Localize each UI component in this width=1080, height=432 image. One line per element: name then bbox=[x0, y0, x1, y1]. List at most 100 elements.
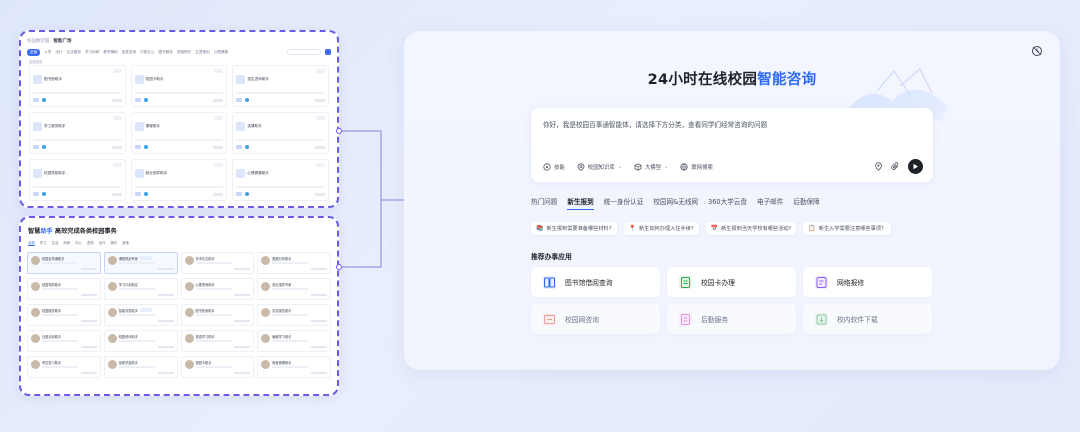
download-icon bbox=[815, 312, 828, 326]
preview-card-name: 就业指导助手 bbox=[145, 171, 168, 175]
send-button[interactable] bbox=[908, 159, 923, 174]
preview-list-card-meta bbox=[157, 294, 174, 296]
category-tab[interactable]: 电子邮件 bbox=[757, 198, 784, 206]
preview-card-meta bbox=[314, 98, 325, 102]
preview-list-card: 校园卡助手 bbox=[180, 356, 255, 378]
preview-card-badge bbox=[236, 192, 243, 196]
preview-list-card-desc bbox=[42, 366, 78, 368]
preview-avatar bbox=[31, 360, 40, 369]
web-search-label: 联网搜索 bbox=[691, 165, 713, 171]
book-icon bbox=[543, 275, 556, 289]
question-label: 新生如何办理入住手续? bbox=[638, 226, 694, 232]
preview-card-footer bbox=[134, 145, 224, 149]
preview-card-line bbox=[236, 92, 325, 94]
preview-card-badge bbox=[33, 145, 39, 149]
preview-card-tag bbox=[214, 69, 224, 73]
preview-card-dot-icon bbox=[42, 192, 46, 196]
preview-list-card: 校园服务助手 bbox=[27, 304, 101, 326]
preview-list-card-desc bbox=[272, 262, 309, 264]
knowledge-label: 校园知识库 bbox=[587, 165, 615, 171]
preview-list-card: 编程学习助手 bbox=[257, 330, 331, 352]
preview-list-grid: 校园百事通助手课程规划专家学术论文助手数据分析助手校园导航助手学习计划制定心理咨… bbox=[21, 250, 337, 380]
skill-button[interactable]: 技能 bbox=[543, 163, 565, 171]
preview-card-dot-icon bbox=[143, 145, 148, 149]
model-dropdown[interactable]: 大模型 ⌄ bbox=[634, 163, 668, 171]
location-icon[interactable] bbox=[874, 162, 883, 171]
preview-nav-item: 场馆预约 bbox=[176, 49, 192, 54]
preview-card-tag bbox=[315, 69, 325, 73]
preview-card-icon bbox=[236, 75, 246, 84]
preview-list-card-meta bbox=[234, 268, 251, 270]
preview-title-rest: 高效完成各类校园事务 bbox=[54, 228, 117, 235]
app-tile[interactable]: 图书馆借阅查询 bbox=[531, 267, 660, 297]
preview-card: 学工服务助手 bbox=[29, 112, 126, 154]
preview-card-line bbox=[33, 139, 122, 141]
app-tile[interactable]: 后勤服务 bbox=[667, 304, 796, 334]
preview-card-name: 校园导航助手 bbox=[44, 171, 66, 175]
preview-list-card-name: 智能问答助手 bbox=[118, 309, 138, 313]
preview-avatar bbox=[261, 308, 271, 317]
attachment-icon[interactable] bbox=[891, 162, 900, 171]
preview-card-meta bbox=[314, 192, 325, 196]
preview-list-tab: 全部 bbox=[28, 241, 35, 246]
knowledge-base-dropdown[interactable]: 校园知识库 ⌄ bbox=[577, 163, 622, 171]
preview-list-card: 校园导航助手 bbox=[27, 278, 101, 300]
preview-list-card: 考试复习助手 bbox=[27, 356, 101, 378]
apps-section-title: 推荐办事应用 bbox=[531, 253, 572, 261]
preview-list-card-meta bbox=[80, 294, 97, 296]
app-label: 后勤服务 bbox=[701, 316, 729, 324]
preview-list-card-desc bbox=[195, 314, 232, 316]
preview-card-name: 学工服务助手 bbox=[44, 124, 66, 128]
preview-card-footer bbox=[33, 98, 122, 102]
chat-input-box[interactable]: 你好，我是校园百事通智能体，请选择下方分类，查看同学们经常咨询的问题 技能 校园… bbox=[531, 108, 933, 182]
suggested-questions: 📚新生报到需要准备哪些材料? 📍新生如何办理入住手续? 📅新生报到当天学校有哪些活动… bbox=[531, 222, 892, 235]
skill-icon bbox=[543, 163, 551, 171]
preview-card-line bbox=[236, 186, 325, 188]
web-search-toggle[interactable]: 联网搜索 bbox=[680, 163, 713, 171]
suggested-question-chip[interactable]: 📍新生如何办理入住手续? bbox=[623, 222, 699, 235]
preview-card: 选课助手 bbox=[232, 112, 329, 154]
preview-avatar bbox=[261, 360, 271, 369]
category-tab[interactable]: 新生报到 bbox=[567, 196, 594, 210]
preview-card-badge bbox=[33, 192, 39, 196]
app-tile[interactable]: 校园网咨询 bbox=[531, 304, 660, 334]
suggested-question-chip[interactable]: 📚新生报到需要准备哪些材料? bbox=[531, 222, 617, 235]
chat-panel: 24小时在线校园智能咨询 你好，我是校园百事通智能体，请选择下方分类，查看同学们… bbox=[404, 31, 1060, 370]
preview-list-card-name: 学习计划制定 bbox=[118, 283, 138, 287]
preview-list-card: 学术论文助手 bbox=[180, 252, 255, 274]
preview-card-grid: 图书馆助手校园卡助手招生咨询助手学工服务助手课程助手选课助手校园导航助手就业指导… bbox=[21, 64, 337, 206]
preview-list-card: 数据分析助手 bbox=[257, 252, 331, 274]
preview-list-card-desc bbox=[272, 288, 309, 290]
preview-avatar bbox=[31, 256, 40, 265]
category-tab[interactable]: 统一身份认证 bbox=[603, 198, 644, 206]
preview-list-card-desc bbox=[118, 314, 155, 316]
recommended-apps: 图书馆借阅查询校园卡办理网络报修校园网咨询 后勤服务 校内软件下载 bbox=[531, 267, 933, 334]
history-icon[interactable] bbox=[1031, 45, 1043, 57]
preview-list-card-name: 心理咨询助手 bbox=[195, 283, 215, 287]
suggested-question-chip[interactable]: 📋新生入学需要注意哪些事项？ bbox=[803, 222, 892, 235]
app-tile[interactable]: 网络报修 bbox=[803, 267, 932, 297]
category-tab[interactable]: 校园网&无线网 bbox=[653, 198, 699, 206]
preview-card: 校园卡助手 bbox=[130, 65, 228, 107]
preview-list-card-meta bbox=[311, 294, 327, 296]
preview-avatar bbox=[184, 334, 194, 343]
category-tab[interactable]: 热门问题 bbox=[531, 198, 558, 206]
category-tab[interactable]: 后勤保障 bbox=[793, 198, 820, 206]
app-tile[interactable]: 校内软件下载 bbox=[803, 304, 932, 334]
knowledge-icon bbox=[577, 163, 585, 171]
chevron-down-icon: ⌄ bbox=[617, 164, 622, 170]
suggested-question-chip[interactable]: 📅新生报到当天学校有哪些活动? bbox=[705, 222, 797, 235]
preview-nav-item: 生涯规划 bbox=[195, 49, 210, 54]
preview-card-meta bbox=[213, 192, 224, 196]
preview-card-icon bbox=[236, 122, 246, 131]
preview-list-card-name: 社团活动助手 bbox=[42, 335, 62, 339]
category-tab[interactable]: 360大学云盘 bbox=[708, 198, 747, 206]
preview-card-line bbox=[134, 92, 224, 94]
app-tile[interactable]: 校园卡办理 bbox=[667, 267, 796, 297]
chevron-down-icon: ⌄ bbox=[664, 164, 669, 170]
preview-subtitle: 全部应用 bbox=[29, 60, 43, 64]
question-emoji-icon: 📅 bbox=[710, 225, 719, 232]
preview-card-badge bbox=[236, 145, 243, 149]
send-icon bbox=[913, 163, 918, 170]
preview-title: 智能广场 bbox=[53, 38, 72, 44]
